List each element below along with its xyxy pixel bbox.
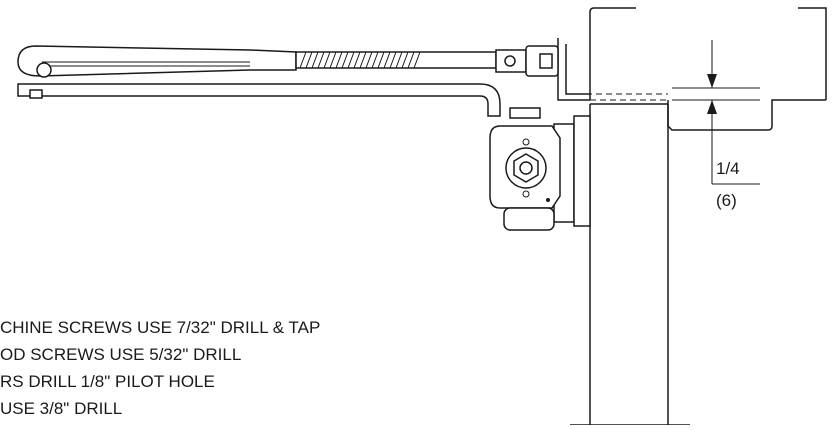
- install-notes: CHINE SCREWS USE 7/32" DRILL & TAP OD SC…: [0, 318, 320, 418]
- dimension-inch: 1/4: [716, 159, 740, 178]
- closer-body: [489, 107, 591, 231]
- note-line-1: CHINE SCREWS USE 7/32" DRILL & TAP: [0, 318, 320, 337]
- dimension-mm: (6): [716, 191, 737, 210]
- note-line-4: USE 3/8" DRILL: [0, 399, 122, 418]
- upper-arm: [17, 45, 559, 78]
- dimension-marker: [672, 40, 760, 185]
- lower-arm: [17, 83, 501, 117]
- note-line-3: RS DRILL 1/8" PILOT HOLE: [0, 372, 215, 391]
- note-line-2: OD SCREWS USE 5/32" DRILL: [0, 345, 241, 364]
- frame-header: [557, 7, 827, 131]
- spring: [299, 51, 421, 69]
